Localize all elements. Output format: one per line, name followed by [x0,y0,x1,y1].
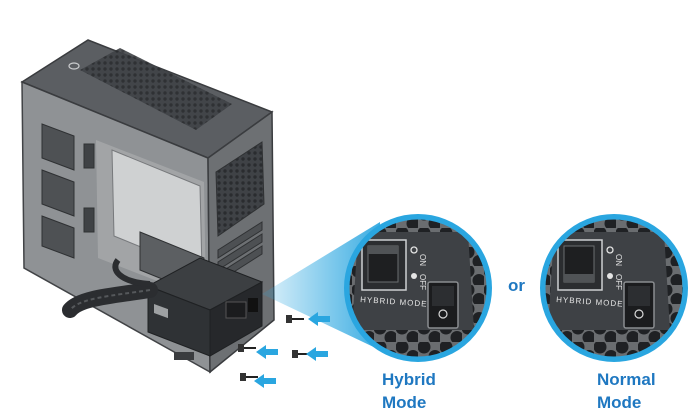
screw-icon [238,344,256,352]
screw-icon [240,373,258,381]
hybrid-caption-line1: Hybrid [382,370,436,389]
on-indicator-icon [606,246,614,254]
hybrid-caption-line2: Mode [382,393,427,412]
case-foot [174,352,194,360]
off-indicator-icon [411,273,417,279]
psu-cable-bundle [62,258,158,318]
normal-caption-line2: Mode [597,393,642,412]
psu-power-socket [248,298,258,312]
normal-mode-caption: Normal Mode [597,368,656,414]
power-off-symbol-icon [634,309,644,319]
arrow-left-icon [254,374,276,388]
front-fan-slots [41,123,95,259]
power-button-icon [68,62,80,70]
psu-label [154,304,168,319]
case-top-mesh [80,48,232,130]
zoom-normal-mode: ON OFF HYBRID MODE [540,214,688,362]
off-label: OFF [418,274,427,290]
screw-icon [286,315,304,323]
rear-fan-grille [215,141,265,237]
hybrid-mode-caption: Hybrid Mode [382,368,436,414]
arrow-left-icon [306,347,328,361]
power-off-symbol-icon [438,309,448,319]
off-label: OFF [614,274,623,290]
on-label: ON [614,254,623,266]
normal-caption-line1: Normal [597,370,656,389]
on-label: ON [418,254,427,266]
arrow-left-icon [256,345,278,359]
psu-switch-block [225,301,247,319]
power-supply-unit [146,257,264,357]
or-connector: or [508,276,525,295]
on-indicator-icon [410,246,418,254]
zoom-hybrid-mode: ON OFF HYBRID MODE [344,214,492,362]
off-indicator-icon [607,273,613,279]
pc-case [20,39,275,374]
